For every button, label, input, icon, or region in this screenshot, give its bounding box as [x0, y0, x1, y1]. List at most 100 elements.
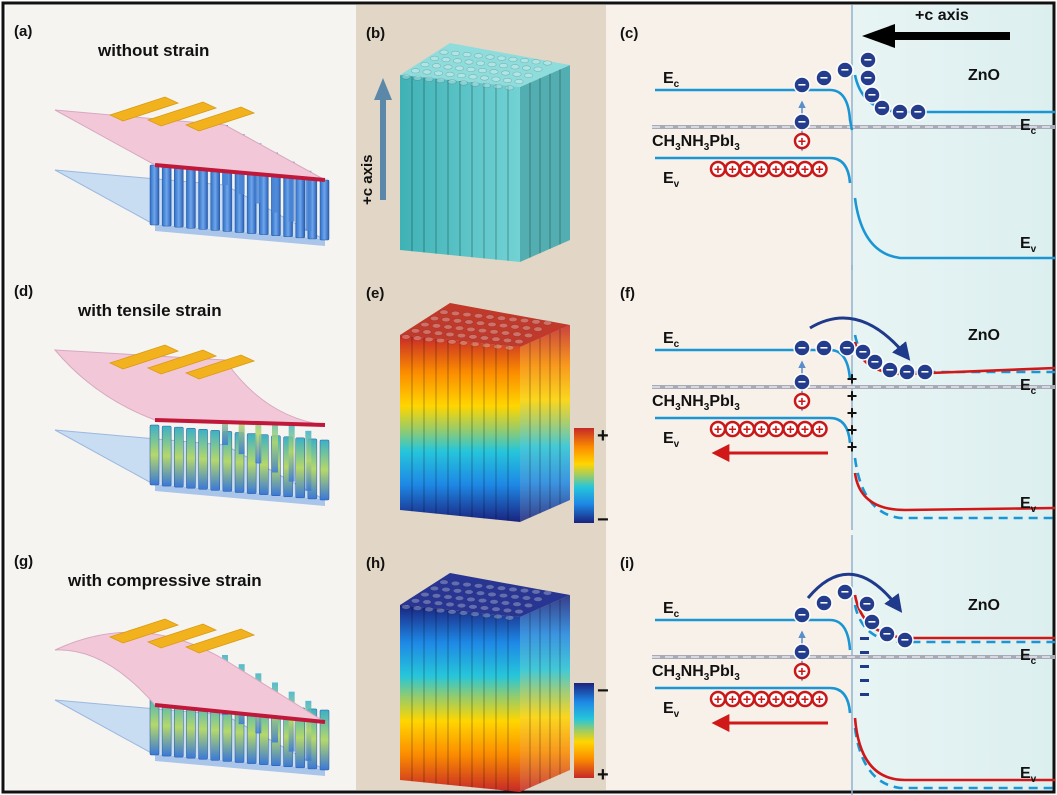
ev-label-left: Ev: [663, 430, 680, 450]
nanorod-array-e: (e)+−: [366, 285, 609, 531]
top-face-e: [400, 303, 570, 347]
c-axis-label: +c axis: [359, 155, 376, 205]
svg-text:−: −: [868, 614, 876, 630]
electron-flow-arrow: [806, 572, 903, 613]
zno-label: ZnO: [968, 327, 1000, 344]
ev-label-right: Ev: [1020, 235, 1037, 255]
positive-piezo-charge: +: [847, 386, 858, 406]
side-face-b: [520, 65, 570, 262]
ev-label-left: Ev: [663, 170, 680, 190]
perovskite-label: CH3NH3PbI3: [652, 393, 740, 413]
electron-zno-3: −: [898, 363, 916, 381]
ev-label-left: Ev: [663, 700, 680, 720]
band-diagram-c: (c)EcEvEcEvZnOCH3NH3PbI3−+++++++++−−−−−−…: [620, 5, 1055, 270]
hole-2: +: [738, 690, 756, 708]
hole-3: +: [753, 420, 770, 438]
positive-piezo-charge: +: [847, 403, 858, 423]
hole-7: +: [811, 690, 828, 708]
ec-left: [655, 618, 852, 651]
svg-text:−: −: [841, 584, 849, 600]
svg-text:−: −: [798, 607, 806, 623]
svg-text:+: +: [801, 421, 809, 437]
hole-5: +: [782, 420, 799, 438]
svg-text:+: +: [772, 421, 780, 437]
electron-zno-0: −: [854, 343, 872, 361]
svg-text:+: +: [714, 691, 722, 707]
svg-text:−: −: [903, 364, 911, 380]
hole-1: +: [724, 690, 741, 708]
electron-cb-2: −: [836, 61, 854, 79]
negative-piezo-charge: [860, 679, 869, 682]
electron-flow-arrow: [809, 316, 911, 361]
ev-left: [655, 686, 852, 714]
electron-cb-0: −: [793, 606, 811, 624]
svg-text:−: −: [859, 344, 867, 360]
svg-text:−: −: [798, 77, 806, 93]
panel-caption-g: with compressive strain: [67, 571, 262, 590]
nanorod-array-b: (b)+c axis: [359, 25, 570, 262]
colorbar-bottom-e: −: [597, 509, 609, 531]
electron-zno-1: −: [863, 613, 881, 631]
positive-piezo-charge: +: [847, 369, 858, 389]
svg-text:+: +: [772, 161, 780, 177]
negative-piezo-charge: [860, 637, 869, 640]
negative-piezo-charge: [860, 693, 869, 696]
svg-text:−: −: [914, 104, 922, 120]
top-face-h: [400, 573, 570, 617]
electron-zno-3: −: [896, 631, 914, 649]
svg-text:+: +: [786, 421, 794, 437]
svg-text:+: +: [815, 421, 823, 437]
electron-cb-2: −: [838, 339, 856, 357]
hole-6: +: [796, 420, 814, 438]
electron-zno-0: −: [859, 51, 877, 69]
svg-text:−: −: [798, 340, 806, 356]
svg-text:+: +: [757, 421, 765, 437]
right-column-bg: [606, 5, 852, 790]
svg-text:−: −: [841, 62, 849, 78]
svg-text:+: +: [743, 161, 751, 177]
c-axis-arrowhead-right: [862, 24, 895, 48]
svg-text:+: +: [798, 393, 806, 409]
panel-label-h: (h): [366, 555, 385, 572]
svg-text:+: +: [714, 161, 722, 177]
ev-label-right: Ev: [1020, 495, 1037, 515]
svg-text:−: −: [820, 70, 828, 86]
ev-label-right: Ev: [1020, 765, 1037, 785]
panel-label-i: (i): [620, 555, 634, 572]
c-axis-arrowhead: [374, 78, 392, 100]
nanorod-array-h: (h) − +: [366, 555, 609, 792]
negative-piezo-charge: [860, 651, 869, 654]
svg-text:−: −: [798, 644, 806, 660]
hole-1: +: [724, 420, 741, 438]
electron-zno-1: −: [859, 69, 877, 87]
band-diagram-f: (f)EcEvEcEvZnOCH3NH3PbI3−+++++++++−−−−−−…: [620, 265, 1056, 530]
electron-cb-0: −: [793, 76, 811, 94]
front-face-h: [400, 605, 520, 792]
colorbar-top-h: −: [597, 680, 609, 702]
ev-right-original: [853, 727, 1055, 790]
svg-text:+: +: [815, 161, 823, 177]
rod-grid-h: [401, 579, 561, 791]
colorbar-bottom-h: +: [597, 764, 609, 786]
front-face-b: [400, 75, 520, 262]
negative-piezo-charge: [860, 665, 869, 668]
electron-zno-2: −: [878, 625, 896, 643]
zno-label: ZnO: [968, 67, 1000, 84]
hole-5: +: [782, 690, 799, 708]
panel-label-a: (a): [14, 23, 32, 40]
hole-6: +: [796, 690, 814, 708]
svg-text:+: +: [757, 691, 765, 707]
hole-5: +: [782, 160, 799, 178]
band-diagram-i: (i)EcEvEcEvZnOCH3NH3PbI3−+++++++++−−−−−−…: [620, 535, 1055, 795]
perovskite-label: CH3NH3PbI3: [652, 133, 740, 153]
hole-excited: +: [793, 662, 811, 680]
colorbar-top-e: +: [597, 425, 609, 447]
ec-label-left: Ec: [663, 600, 680, 620]
svg-text:+: +: [801, 691, 809, 707]
ev-left: [655, 416, 852, 444]
ec-label-left: Ec: [663, 70, 680, 90]
svg-text:−: −: [863, 596, 871, 612]
ec-label-left: Ec: [663, 330, 680, 350]
hole-4: +: [767, 160, 785, 178]
svg-text:+: +: [728, 161, 736, 177]
